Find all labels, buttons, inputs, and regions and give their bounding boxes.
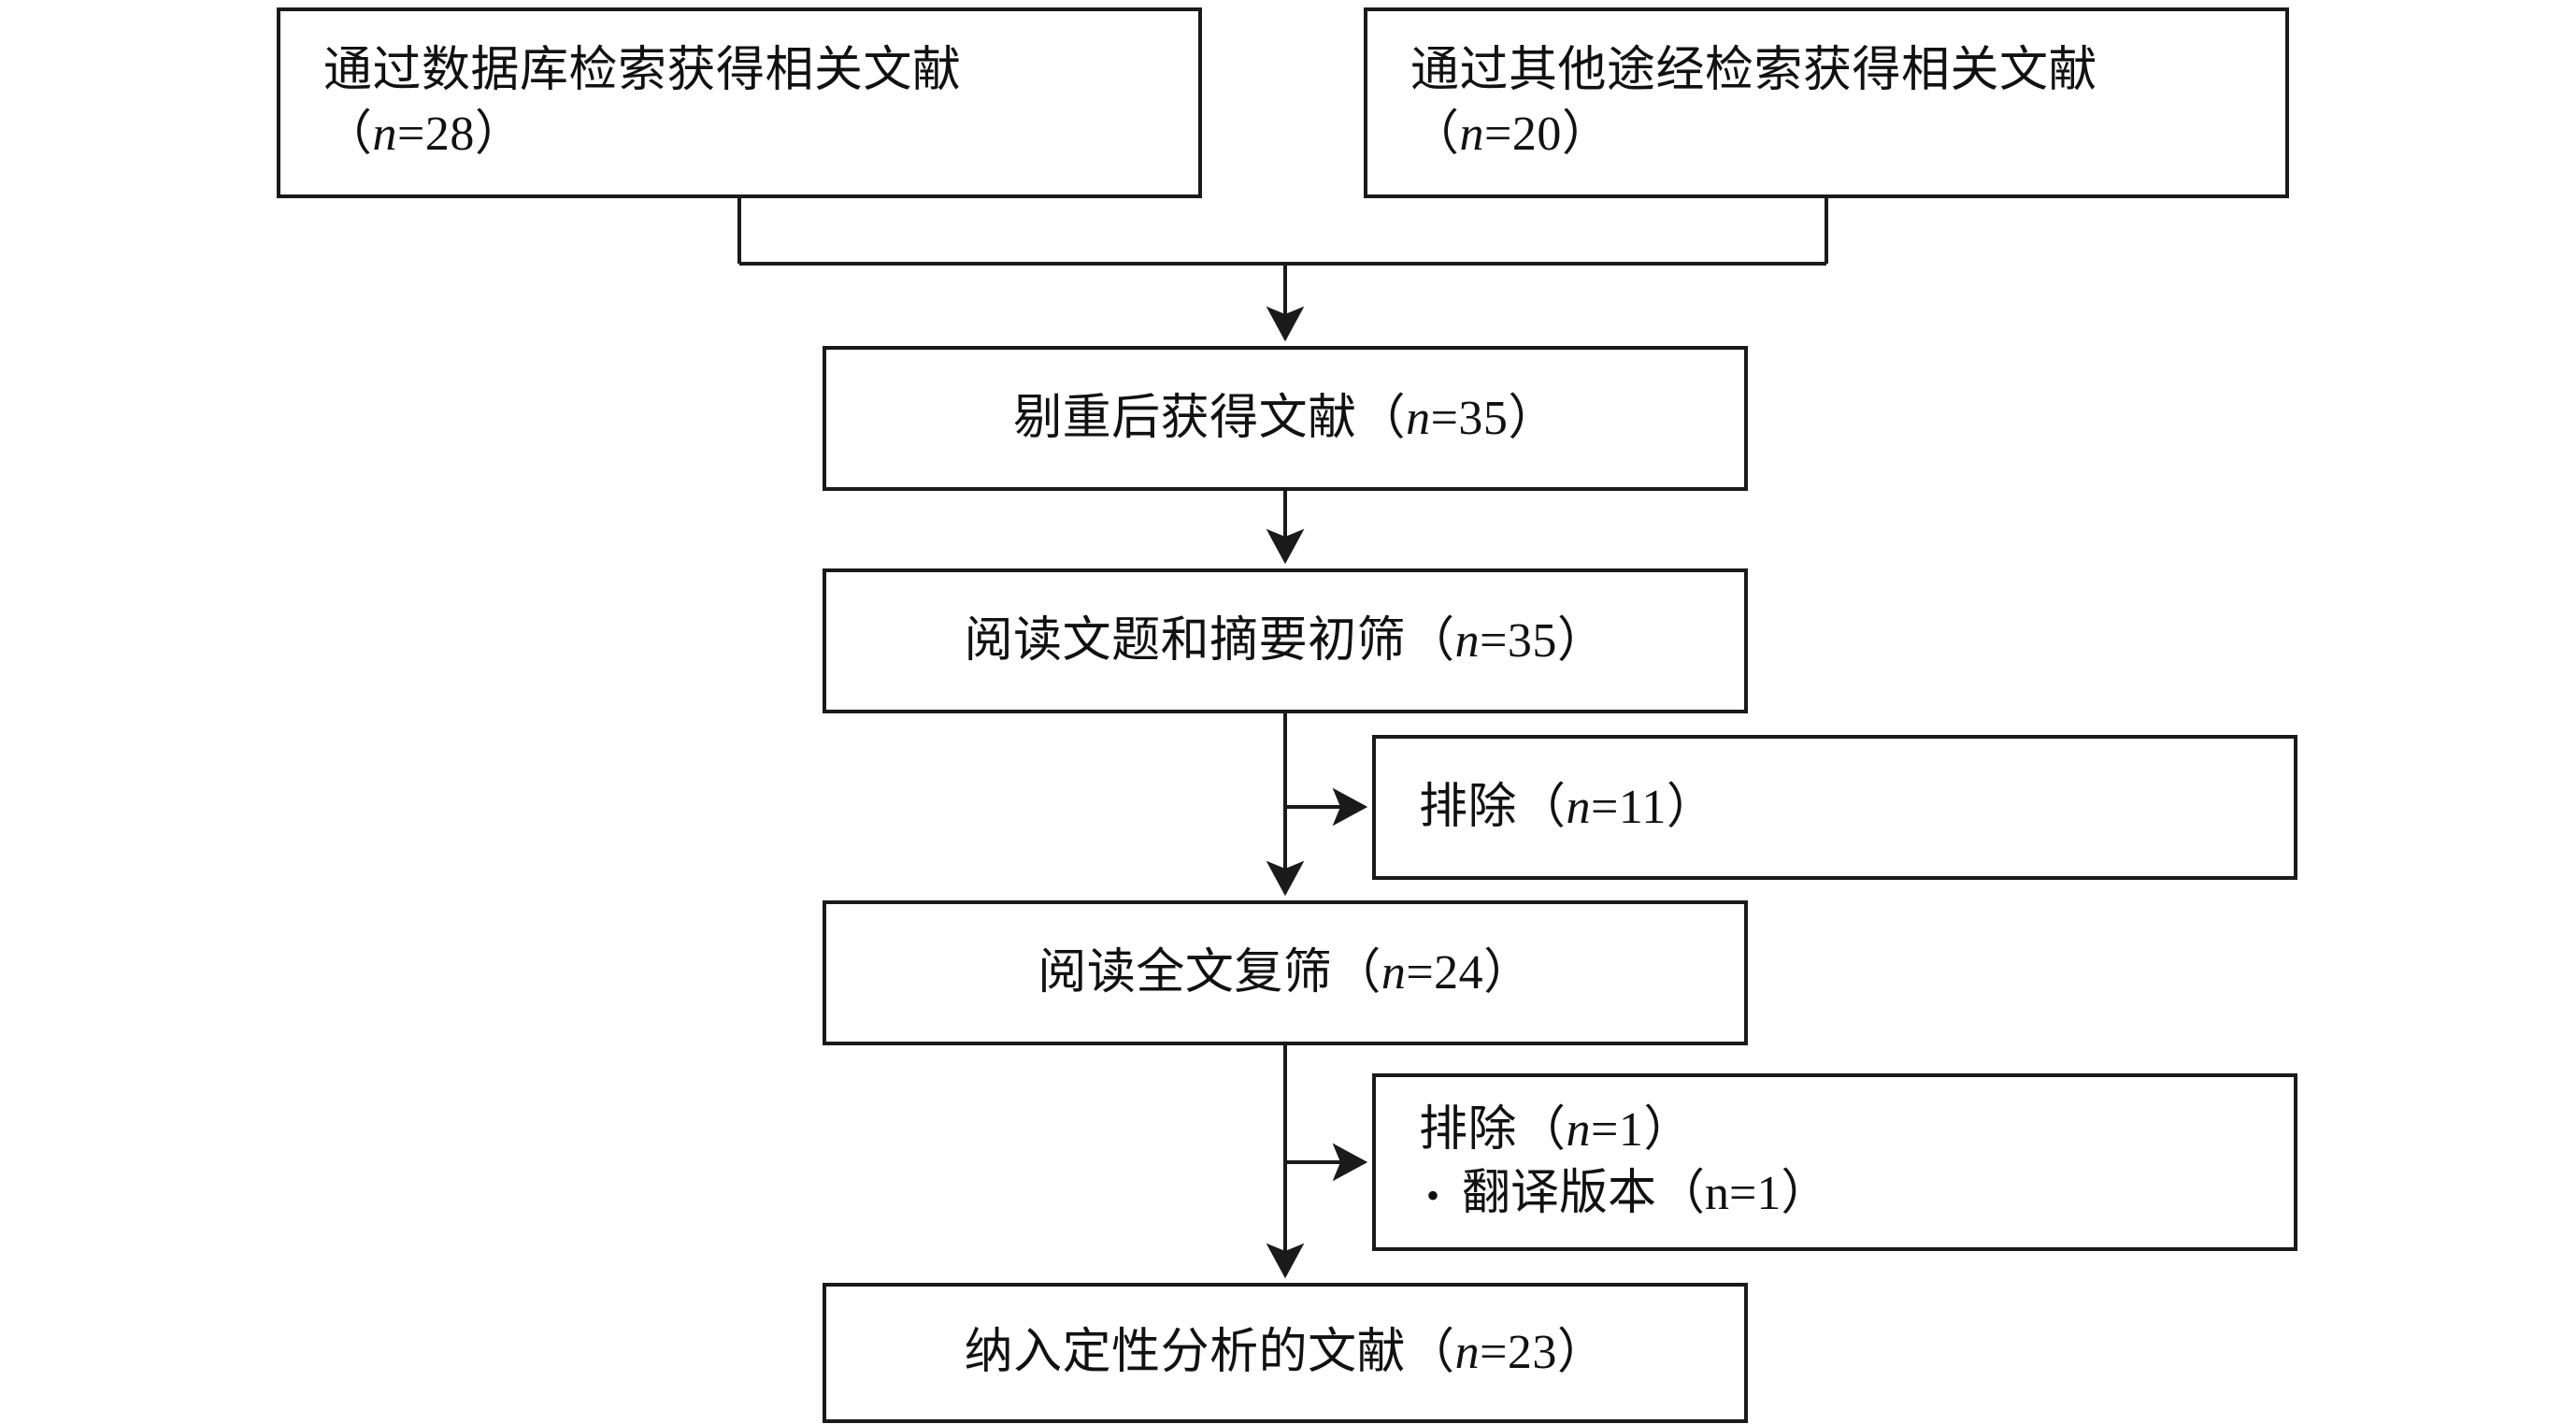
node-db-search-line-2: （n=28） <box>323 108 524 161</box>
node-db-search-line-1: 通过数据库检索获得相关文献 <box>323 44 962 98</box>
node-deduplicated: 剔重后获得文献（n=35） <box>823 346 1748 491</box>
node-fulltext-screen-label: 阅读全文复筛（n=24） <box>1038 945 1533 1000</box>
node-db-search: 通过数据库检索获得相关文献 （n=28） <box>277 7 1202 198</box>
node-excluded-2: 排除（n=1） •翻译版本（n=1） <box>1372 1073 2297 1251</box>
node-title-abstract-screen-label: 阅读文题和摘要初筛（n=35） <box>964 613 1607 668</box>
node-title-abstract-screen: 阅读文题和摘要初筛（n=35） <box>823 568 1748 713</box>
node-excluded-1-label: 排除（n=11） <box>1419 780 1716 834</box>
connector-merge-to-dedup <box>737 198 1828 342</box>
node-other-search: 通过其他途经检索获得相关文献 （n=20） <box>1364 7 2289 198</box>
node-deduplicated-label: 剔重后获得文献（n=35） <box>1013 391 1557 445</box>
node-excluded-2-bullet-item: •翻译版本（n=1） <box>1426 1167 1830 1220</box>
node-excluded-2-label: 排除（n=1） <box>1419 1103 1693 1158</box>
bullet-dot-icon: • <box>1426 1173 1440 1216</box>
node-included-qualitative: 纳入定性分析的文献（n=23） <box>823 1283 1748 1423</box>
node-fulltext-screen: 阅读全文复筛（n=24） <box>823 900 1748 1045</box>
node-other-search-line-2: （n=20） <box>1410 108 1611 161</box>
node-excluded-1: 排除（n=11） <box>1372 735 2297 880</box>
node-other-search-line-1: 通过其他途经检索获得相关文献 <box>1410 44 2098 98</box>
node-included-qualitative-label: 纳入定性分析的文献（n=23） <box>964 1326 1607 1380</box>
